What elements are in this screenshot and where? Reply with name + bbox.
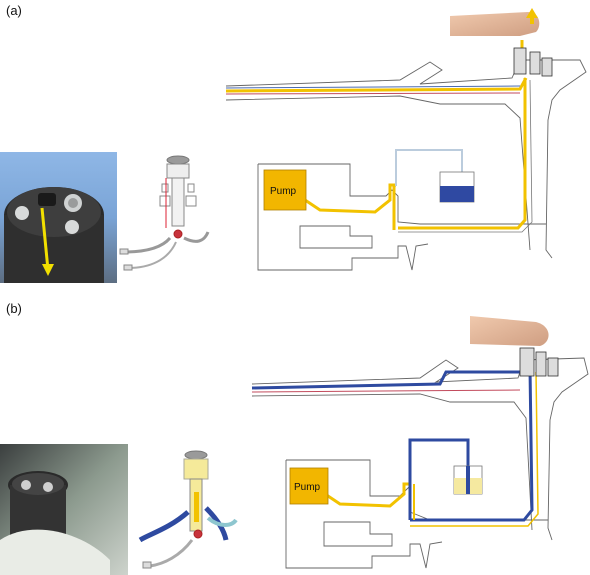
valve-photo-a	[0, 152, 117, 283]
channels-a	[225, 40, 533, 233]
valve-schematic-b	[138, 450, 238, 569]
reservoir-b	[453, 465, 483, 495]
panel-a: Pump	[0, 8, 587, 283]
finger-a	[450, 8, 540, 36]
valve-photo-b	[0, 444, 128, 575]
pump-box-a: Pump	[263, 169, 307, 211]
valve-schematic-a	[119, 155, 210, 271]
pump-label-b: Pump	[294, 482, 321, 493]
panel-label-b: (b)	[6, 301, 22, 316]
panel-label-a: (a)	[6, 3, 22, 18]
pump-label-a: Pump	[270, 186, 297, 197]
reservoir-a	[439, 171, 475, 203]
valve-head-b	[519, 347, 559, 377]
panel-b: Pump	[0, 316, 589, 575]
valve-head-a	[513, 47, 553, 77]
finger-b	[470, 316, 549, 346]
pump-box-b: Pump	[289, 467, 329, 505]
